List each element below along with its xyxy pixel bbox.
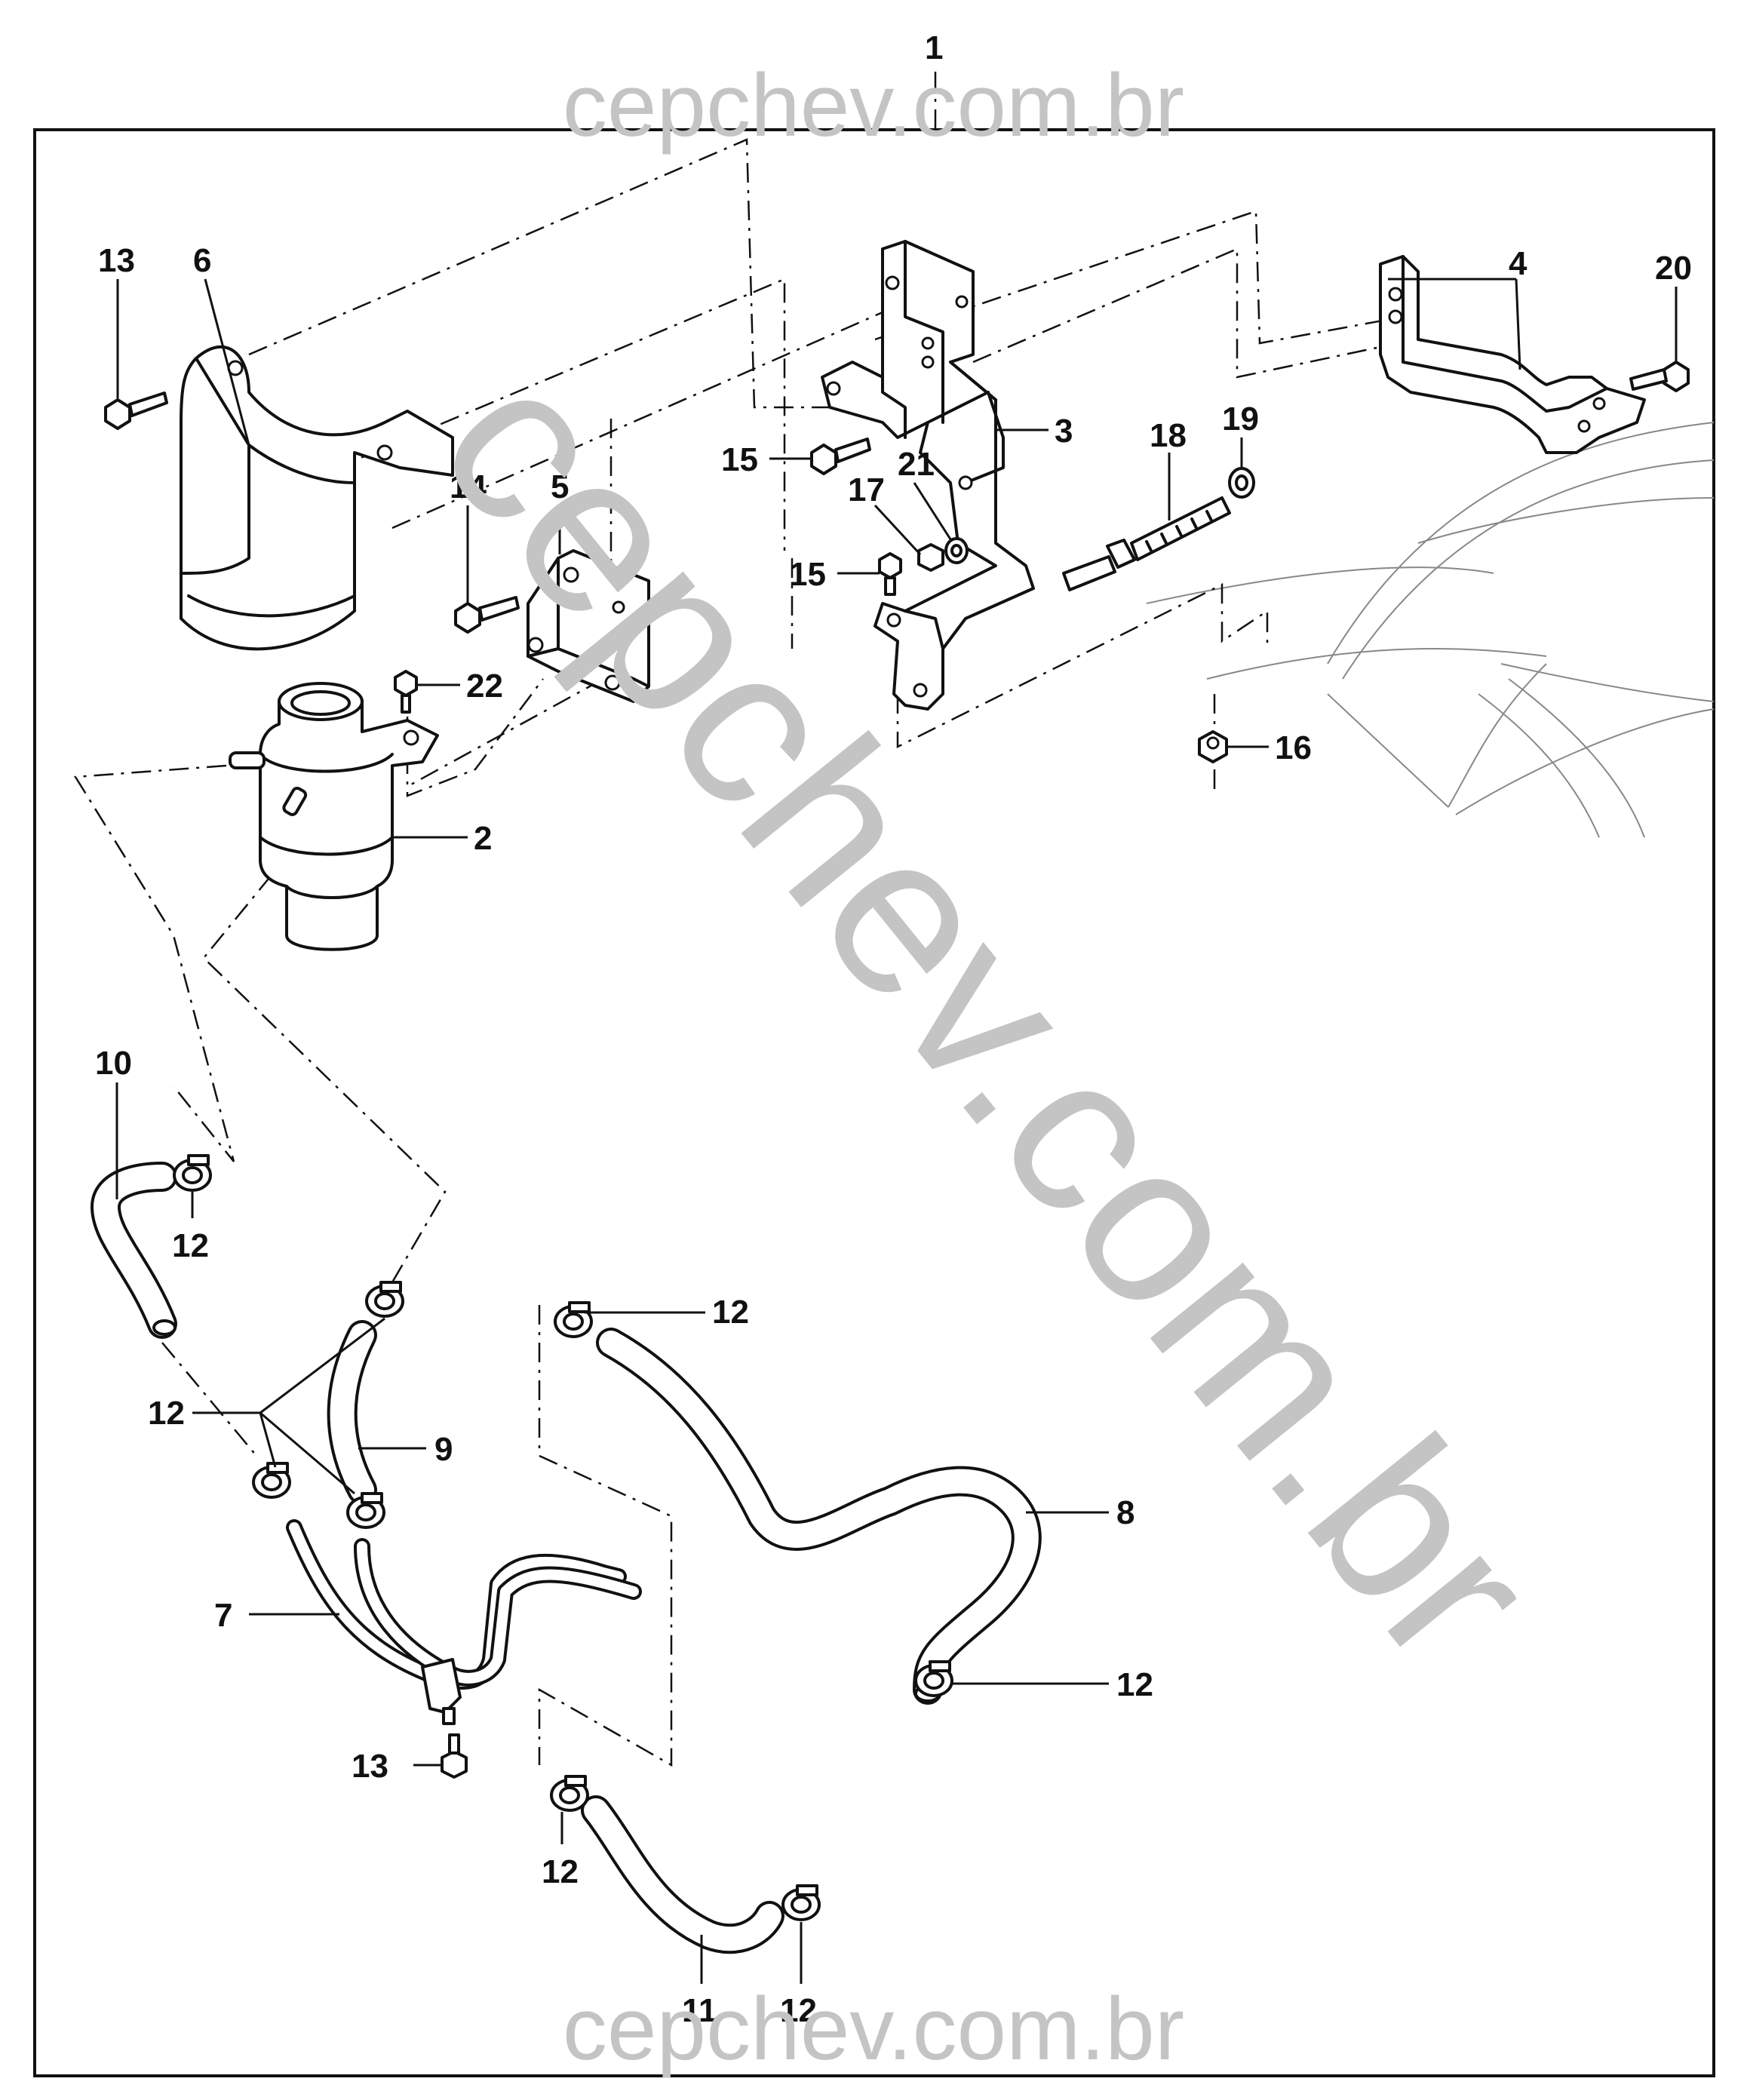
hose-clamps-part-12 — [173, 1154, 953, 1921]
callout-11: 11 — [682, 1992, 717, 2029]
callout-13-lower: 13 — [352, 1748, 388, 1785]
nut-part-16 — [1198, 730, 1228, 763]
hose-clamp-5 — [554, 1301, 593, 1338]
hose-part-11 — [581, 1795, 784, 1954]
canister-part-2 — [229, 682, 439, 951]
heat-shield-part-6 — [180, 345, 454, 651]
callout-22: 22 — [466, 668, 503, 705]
vehicle-body-outline — [1146, 422, 1715, 838]
nut-part-17 — [917, 543, 944, 572]
callout-labels: 1 13 6 14 5 22 2 3 4 20 15 15 17 21 18 1… — [95, 29, 1692, 2029]
callout-1: 1 — [925, 29, 943, 66]
callout-16: 16 — [1275, 729, 1312, 766]
hose-part-10 — [91, 1162, 177, 1339]
bolt-part-13-lower — [441, 1733, 468, 1779]
callout-5: 5 — [551, 468, 569, 505]
callout-12-d: 12 — [1116, 1666, 1153, 1703]
bolt-part-15-upper — [810, 438, 871, 475]
callout-20: 20 — [1655, 250, 1692, 287]
diagram-frame — [33, 128, 1715, 2077]
hose-clamp-8 — [781, 1884, 821, 1921]
callout-8: 8 — [1116, 1494, 1134, 1531]
callout-15-lower: 15 — [789, 556, 826, 593]
callout-14: 14 — [450, 468, 487, 505]
callout-12-e: 12 — [542, 1853, 579, 1890]
callout-10: 10 — [95, 1045, 132, 1082]
callout-12-b: 12 — [148, 1395, 185, 1432]
callout-12-a: 12 — [172, 1227, 209, 1264]
bracket-part-5 — [527, 549, 650, 703]
callout-13-top: 13 — [98, 242, 135, 279]
callout-12-c: 12 — [712, 1294, 749, 1331]
callout-18: 18 — [1150, 417, 1187, 454]
bolt-part-13-top — [104, 391, 168, 430]
callout-7: 7 — [214, 1597, 232, 1634]
hose-clamp-7 — [550, 1775, 589, 1812]
hose-clamp-6 — [914, 1660, 953, 1697]
callout-3: 3 — [1055, 413, 1073, 450]
bolt-part-20 — [1629, 361, 1690, 392]
hose-clamp-1 — [173, 1154, 212, 1192]
hose-clamp-2 — [365, 1281, 404, 1318]
bracket-part-3 — [821, 240, 1035, 711]
callout-15-upper: 15 — [721, 441, 758, 478]
hose-clamp-4 — [346, 1492, 385, 1529]
watermark-top: cepchev.com.br — [563, 56, 1184, 155]
callout-17: 17 — [848, 471, 885, 508]
callout-9: 9 — [434, 1431, 453, 1468]
callout-4: 4 — [1509, 245, 1527, 282]
watermark-bottom: cepchev.com.br — [563, 1979, 1184, 2079]
pipe-assembly-part-7 — [286, 1519, 642, 1725]
washer-part-21 — [944, 537, 969, 564]
callout-6: 6 — [193, 242, 211, 279]
hose-part-8 — [596, 1328, 1042, 1705]
bolt-part-22 — [394, 670, 418, 714]
callout-12-f: 12 — [780, 1992, 817, 2029]
bolt-part-14 — [454, 596, 520, 634]
leader-lines — [115, 278, 1678, 1984]
bolt-part-15-lower — [878, 552, 902, 596]
callout-21: 21 — [898, 446, 935, 483]
hose-part-9 — [327, 1320, 377, 1505]
callout-2: 2 — [474, 820, 492, 857]
hose-clamp-3 — [252, 1462, 291, 1499]
callout-19: 19 — [1222, 401, 1259, 438]
alignment-lines — [73, 72, 1404, 1767]
stud-part-18 — [1062, 496, 1231, 591]
washer-part-19 — [1228, 467, 1255, 499]
bracket-part-4 — [1379, 255, 1646, 454]
